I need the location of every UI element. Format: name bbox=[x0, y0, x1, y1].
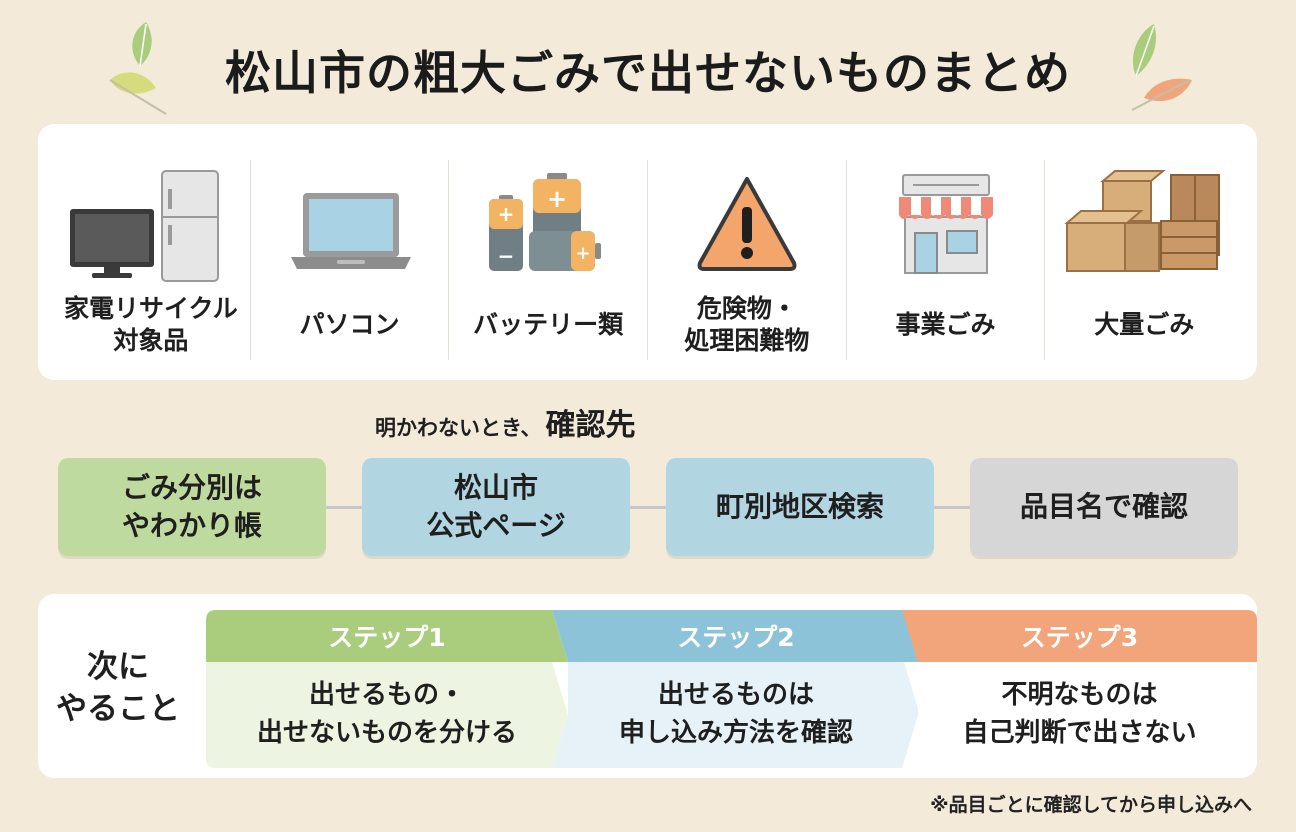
svg-text:−: − bbox=[498, 244, 515, 268]
step-title: ステップ3 bbox=[1020, 623, 1139, 652]
title-row: 松山市の粗大ごみで出せないものまとめ bbox=[0, 28, 1296, 112]
confirm-heading: 明かわないとき、 確認先 bbox=[375, 400, 636, 444]
category-label: 危険物・ 処理困難物 bbox=[684, 293, 810, 356]
step-2: ステップ2 出せるものは 申し込み方法を確認 bbox=[552, 610, 920, 768]
battery-icon: + + − + bbox=[463, 160, 633, 290]
svg-text:+: + bbox=[498, 202, 515, 226]
step-text: 不明なものは 自己判断で出さない bbox=[962, 680, 1197, 748]
leaf-decoration-left bbox=[100, 18, 180, 118]
step-1: ステップ1 出せるもの・ 出せないものを分ける bbox=[206, 610, 568, 768]
warning-icon bbox=[662, 160, 832, 290]
confirm-title: 確認先 bbox=[545, 408, 636, 443]
category-large-quantity: 大量ごみ bbox=[1045, 160, 1243, 360]
next-steps-label: 次に やること bbox=[56, 649, 180, 727]
category-label: バッテリー類 bbox=[473, 309, 624, 339]
laptop-icon bbox=[265, 160, 435, 290]
category-appliance-recycling: 家電リサイクル 対象品 bbox=[52, 160, 251, 360]
category-business-waste: 事業ごみ bbox=[847, 160, 1046, 360]
leaf-icon bbox=[110, 72, 156, 94]
tv-fridge-icon bbox=[66, 160, 236, 290]
leaf-icon bbox=[132, 22, 152, 66]
resource-connector-line bbox=[300, 506, 1000, 509]
category-hazardous: 危険物・ 処理困難物 bbox=[648, 160, 847, 360]
leaf-decoration-right bbox=[1118, 18, 1198, 118]
resource-official-page: 松山市 公式ページ bbox=[362, 458, 630, 556]
category-label: 大量ごみ bbox=[1094, 309, 1195, 339]
resource-district-search: 町別地区検索 bbox=[666, 458, 934, 556]
category-label: パソコン bbox=[299, 309, 400, 339]
category-label: 事業ごみ bbox=[895, 309, 996, 339]
category-batteries: + + − + バッテリー類 bbox=[449, 160, 649, 360]
resource-item-search: 品目名で確認 bbox=[970, 458, 1238, 556]
step-3: ステップ3 不明なものは 自己判断で出さない bbox=[902, 610, 1257, 768]
page-title: 松山市の粗大ごみで出せないものまとめ bbox=[225, 46, 1071, 100]
confirm-prefix: 明かわないとき、 bbox=[375, 416, 542, 440]
svg-text:+: + bbox=[576, 243, 591, 264]
shop-icon bbox=[861, 160, 1031, 290]
step-title: ステップ2 bbox=[677, 623, 795, 652]
step-text: 出せるものは 申し込み方法を確認 bbox=[618, 680, 853, 748]
resource-sorting-guide: ごみ分別は やわかり帳 bbox=[58, 458, 326, 556]
svg-text:+: + bbox=[547, 185, 567, 213]
step-title: ステップ1 bbox=[328, 623, 446, 652]
boxes-furniture-icon bbox=[1059, 160, 1229, 290]
non-collectable-categories-card: 家電リサイクル 対象品 パソコン + bbox=[38, 124, 1257, 380]
category-pc: パソコン bbox=[251, 160, 450, 360]
category-label: 家電リサイクル 対象品 bbox=[63, 293, 238, 356]
step-text: 出せるもの・ 出せないものを分ける bbox=[256, 680, 517, 748]
footnote: ※品目ごとに確認してから申し込みへ bbox=[930, 794, 1252, 816]
